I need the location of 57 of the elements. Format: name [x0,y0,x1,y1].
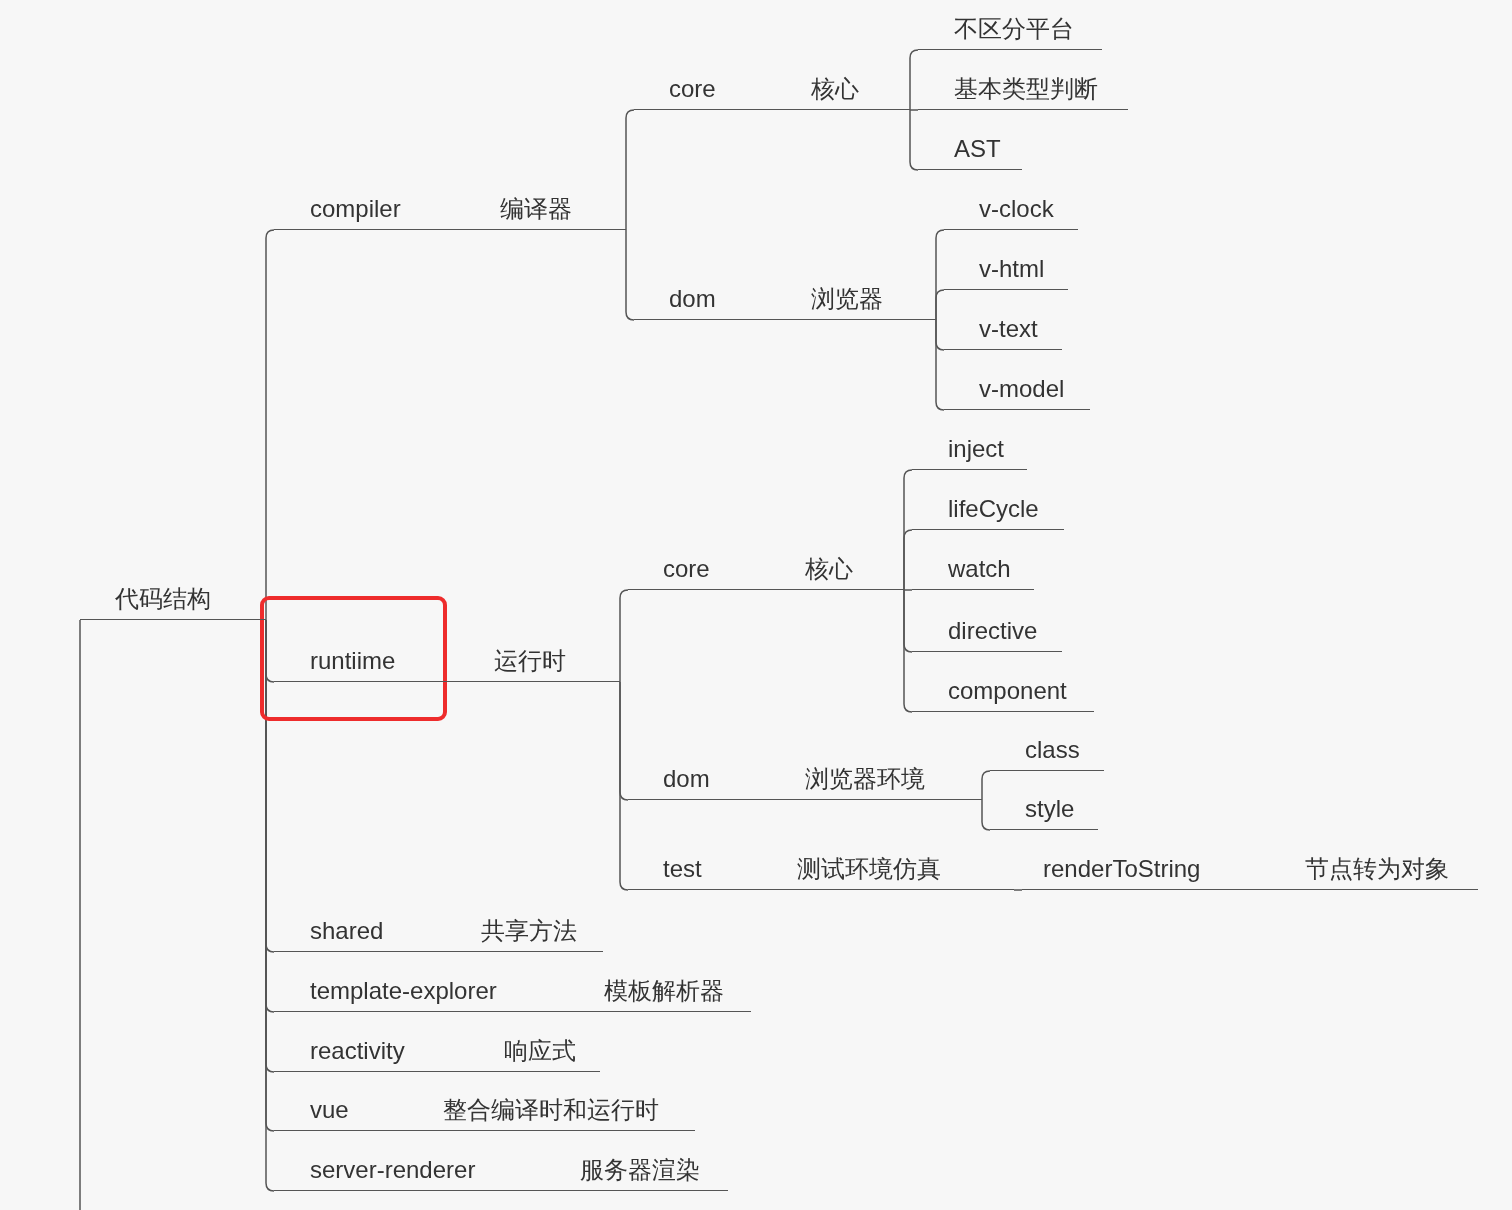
topic-label: 节点转为对象 [1305,854,1449,884]
topic-label: compiler [310,194,401,224]
topic-label: test [663,854,702,884]
topic-label: 核心 [811,74,859,104]
topic-label: vue [310,1095,349,1125]
topic-label: class [1025,735,1080,765]
topic-label: runtiime [310,646,396,676]
topic-label: 整合编译时和运行时 [443,1095,659,1125]
topic-label: 核心 [805,554,853,584]
topic-label: 编译器 [500,194,572,224]
connector-line [909,109,919,111]
topic-label: server-renderer [310,1155,476,1185]
topic-label: 浏览器 [811,284,883,314]
connector-line [981,770,991,801]
topic-label: template-explorer [310,976,497,1006]
topic-label: 基本类型判断 [954,74,1098,104]
topic-label: dom [669,284,716,314]
connector-line [625,109,635,231]
connector-line [909,49,919,111]
topic-label: reactivity [310,1036,405,1066]
topic-label: AST [954,134,1001,164]
topic-label: 共享方法 [481,916,577,946]
topic-label: renderToString [1043,854,1201,884]
topic-label: lifeCycle [948,494,1039,524]
topic-label: v-clock [979,194,1054,224]
topic-label: v-text [979,314,1038,344]
connector-line [981,799,991,831]
topic-label: 运行时 [494,646,566,676]
connector-line [619,589,629,683]
topic-label: 浏览器环境 [805,764,925,794]
topic-label: 代码结构 [115,584,211,614]
connector-line [1013,889,1023,891]
connector-line [903,589,913,713]
topic-label: 模板解析器 [604,976,724,1006]
topic-label: core [663,554,710,584]
connector-line [935,289,945,321]
topic-label: 响应式 [504,1036,576,1066]
topic-label: core [669,74,716,104]
topic-label: style [1025,794,1075,824]
topic-label: dom [663,764,710,794]
topic-label: component [948,676,1067,706]
connector-line [903,529,913,591]
connector-line [903,589,913,591]
connector-line [619,681,629,891]
connector-line [909,109,919,171]
connector-line [625,229,635,321]
topic-label: v-html [979,254,1045,284]
topic-label: v-model [979,374,1065,404]
topic-label: shared [310,916,384,946]
topic-label: watch [948,554,1011,584]
connector-line [265,229,275,621]
topic-label: inject [948,434,1005,464]
topic-label: directive [948,616,1038,646]
topic-label: 服务器渲染 [580,1155,700,1185]
topic-label: 不区分平台 [954,14,1074,44]
topic-label: 测试环境仿真 [797,854,941,884]
connector-line [935,319,945,411]
